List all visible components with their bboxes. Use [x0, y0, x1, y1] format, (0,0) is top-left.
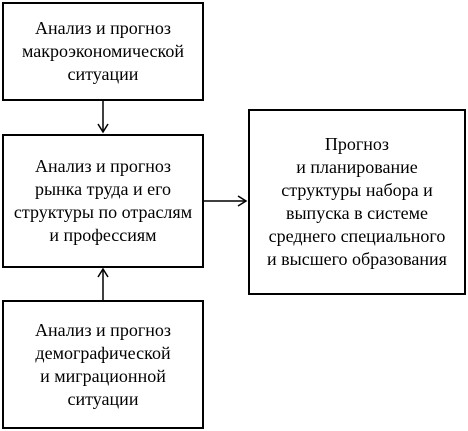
node-demographic-analysis-label: Анализ и прогноз демографической и мигра… [35, 319, 171, 409]
node-labor-market-analysis-label: Анализ и прогноз рынка труда и его струк… [13, 156, 193, 245]
node-demographic-analysis: Анализ и прогноз демографической и мигра… [2, 300, 204, 429]
node-education-planning: Прогноз и планирование структуры набора … [248, 109, 466, 295]
node-macroeconomic-analysis: Анализ и прогноз макроэкономической ситу… [2, 2, 204, 101]
node-education-planning-label: Прогноз и планирование структуры набора … [267, 134, 447, 269]
arrow-demo-to-labor [97, 267, 109, 300]
node-labor-market-analysis: Анализ и прогноз рынка труда и его струк… [2, 134, 204, 268]
arrow-macro-to-labor [97, 101, 109, 134]
arrow-labor-to-planning [204, 195, 248, 207]
node-macroeconomic-analysis-label: Анализ и прогноз макроэкономической ситу… [21, 18, 185, 84]
